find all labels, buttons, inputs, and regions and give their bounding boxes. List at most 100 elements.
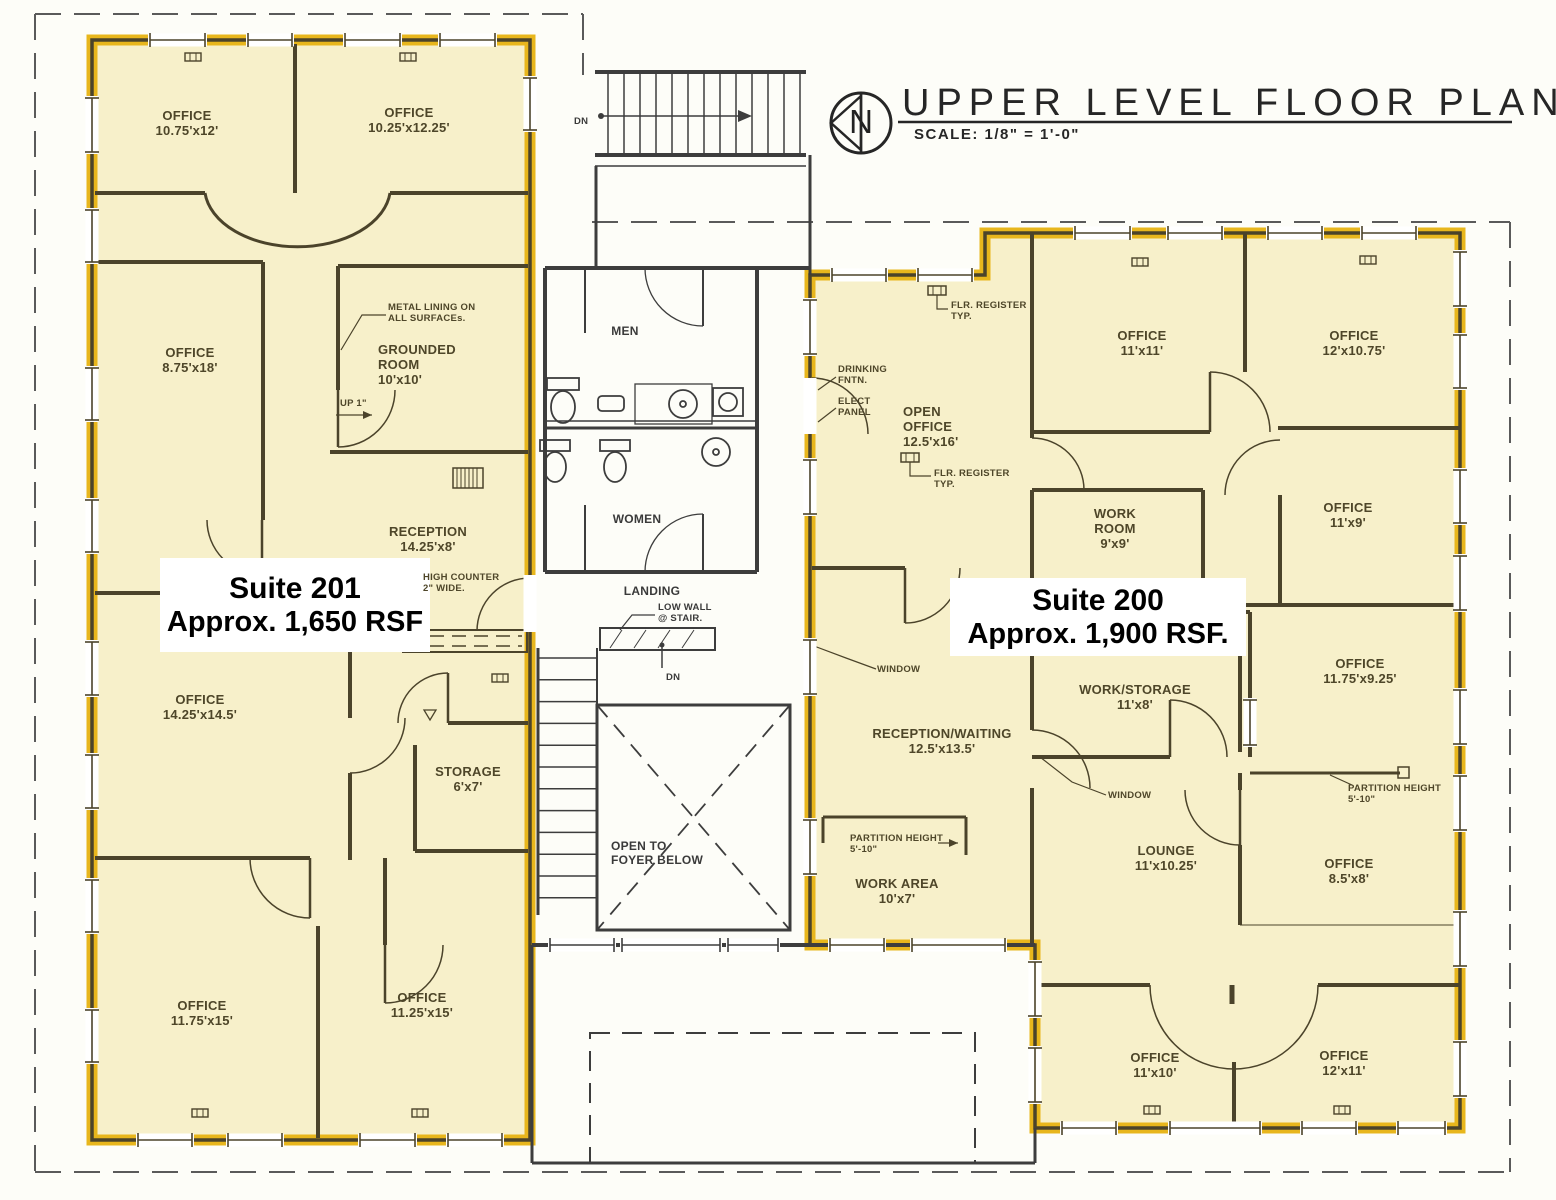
label-line: STORAGE — [435, 764, 501, 779]
label-line: 12'x11' — [1322, 1063, 1366, 1079]
label-line: OFFICE — [1130, 1050, 1180, 1065]
label-line: OFFICE — [384, 105, 434, 120]
label-line: OFFICE — [177, 998, 227, 1013]
label-line: METAL LINING ON — [388, 302, 476, 313]
label-women-room: WOMEN — [612, 512, 662, 527]
dashed-boundary-lines — [34, 13, 1511, 1173]
label-line: WORK AREA — [855, 876, 939, 891]
label-line: ROOM — [378, 357, 420, 373]
label-line: 5'-10" — [850, 844, 878, 856]
label-dn-lower: DN — [666, 672, 680, 683]
label-line: 10.75'x12' — [155, 123, 219, 139]
suite-200-name: Suite 200 — [1032, 583, 1164, 617]
plan-scale: SCALE: 1/8" = 1'-0" — [914, 126, 1080, 143]
label-line: OPEN TO — [611, 839, 667, 853]
label-line: PANEL — [838, 407, 871, 419]
label-line: OFFICE — [1329, 328, 1379, 343]
suite-201-area: Approx. 1,650 RSF — [166, 605, 424, 638]
floor-register-icon — [1143, 1105, 1161, 1115]
title-block-graphics — [829, 91, 1512, 155]
label-line: OFFICE — [397, 990, 447, 1005]
suite-201-name: Suite 201 — [229, 571, 361, 605]
suite-200-area: Approx. 1,900 RSF. — [967, 617, 1229, 650]
label-line: 10'x7' — [878, 891, 916, 907]
label-line: 8.5'x8' — [1328, 871, 1370, 887]
label-line: HIGH COUNTER — [423, 572, 500, 583]
label-line: 14.25'x14.5' — [162, 707, 238, 723]
label-line: 11'x8' — [1117, 697, 1153, 713]
label-line: OFFICE — [175, 692, 225, 707]
label-line: ROOM — [1094, 521, 1136, 537]
label-line: OPEN — [903, 404, 941, 419]
label-line: ALL SURFACEs. — [388, 313, 466, 325]
label-line: 11.75'x15' — [170, 1013, 234, 1029]
label-line: WINDOW — [1108, 790, 1152, 801]
label-line: RECEPTION/WAITING — [872, 726, 1012, 741]
label-line: 2" WIDE. — [423, 583, 465, 595]
floor-register-icon — [184, 52, 202, 62]
label-line: DN — [574, 116, 589, 127]
label-line: LANDING — [623, 584, 681, 598]
label-line: 12.5'x13.5' — [908, 741, 976, 757]
label-line: 10.25'x12.25' — [368, 120, 450, 136]
label-line: FNTN. — [838, 375, 868, 387]
label-line: OFFICE — [1323, 500, 1373, 515]
floor-register-icon — [1359, 255, 1377, 265]
label-line: 12'x10.75' — [1322, 343, 1386, 359]
label-line: OFFICE — [903, 419, 953, 435]
label-line: OFFICE — [162, 108, 212, 123]
label-line: WINDOW — [877, 664, 921, 675]
label-line: UP 1" — [340, 398, 367, 409]
label-line: FLR. REGISTER — [934, 468, 1010, 479]
label-line: DRINKING — [838, 364, 887, 375]
floor-register-icon — [411, 1108, 429, 1118]
label-line: WOMEN — [612, 512, 662, 526]
floor-register-icon — [491, 673, 509, 683]
label-line: 10'x10' — [378, 372, 423, 388]
label-window-note-1: WINDOW — [877, 664, 920, 675]
suite-200-walls — [811, 233, 1460, 1128]
label-line: 12.5'x16' — [903, 434, 959, 450]
label-line: WORK/STORAGE — [1079, 682, 1191, 697]
label-line: 11.25'x15' — [390, 1005, 454, 1021]
label-landing: LANDING — [623, 584, 681, 599]
label-line: 11'x10.25' — [1134, 858, 1198, 874]
label-line: MEN — [611, 324, 639, 338]
generated-details — [85, 33, 1467, 1147]
floor-register-icon — [1333, 1105, 1351, 1115]
label-line: RECEPTION — [388, 524, 468, 539]
suite-201-badge: Suite 201 Approx. 1,650 RSF — [160, 558, 430, 652]
label-line: 9'x9' — [1100, 536, 1130, 552]
label-line: 11.75'x9.25' — [1323, 671, 1397, 687]
label-line: PARTITION HEIGHT — [1348, 783, 1442, 794]
label-line: DN — [666, 672, 681, 683]
label-line: OFFICE — [1324, 856, 1374, 871]
label-low-wall-note: LOW WALL@ STAIR. — [658, 602, 712, 624]
